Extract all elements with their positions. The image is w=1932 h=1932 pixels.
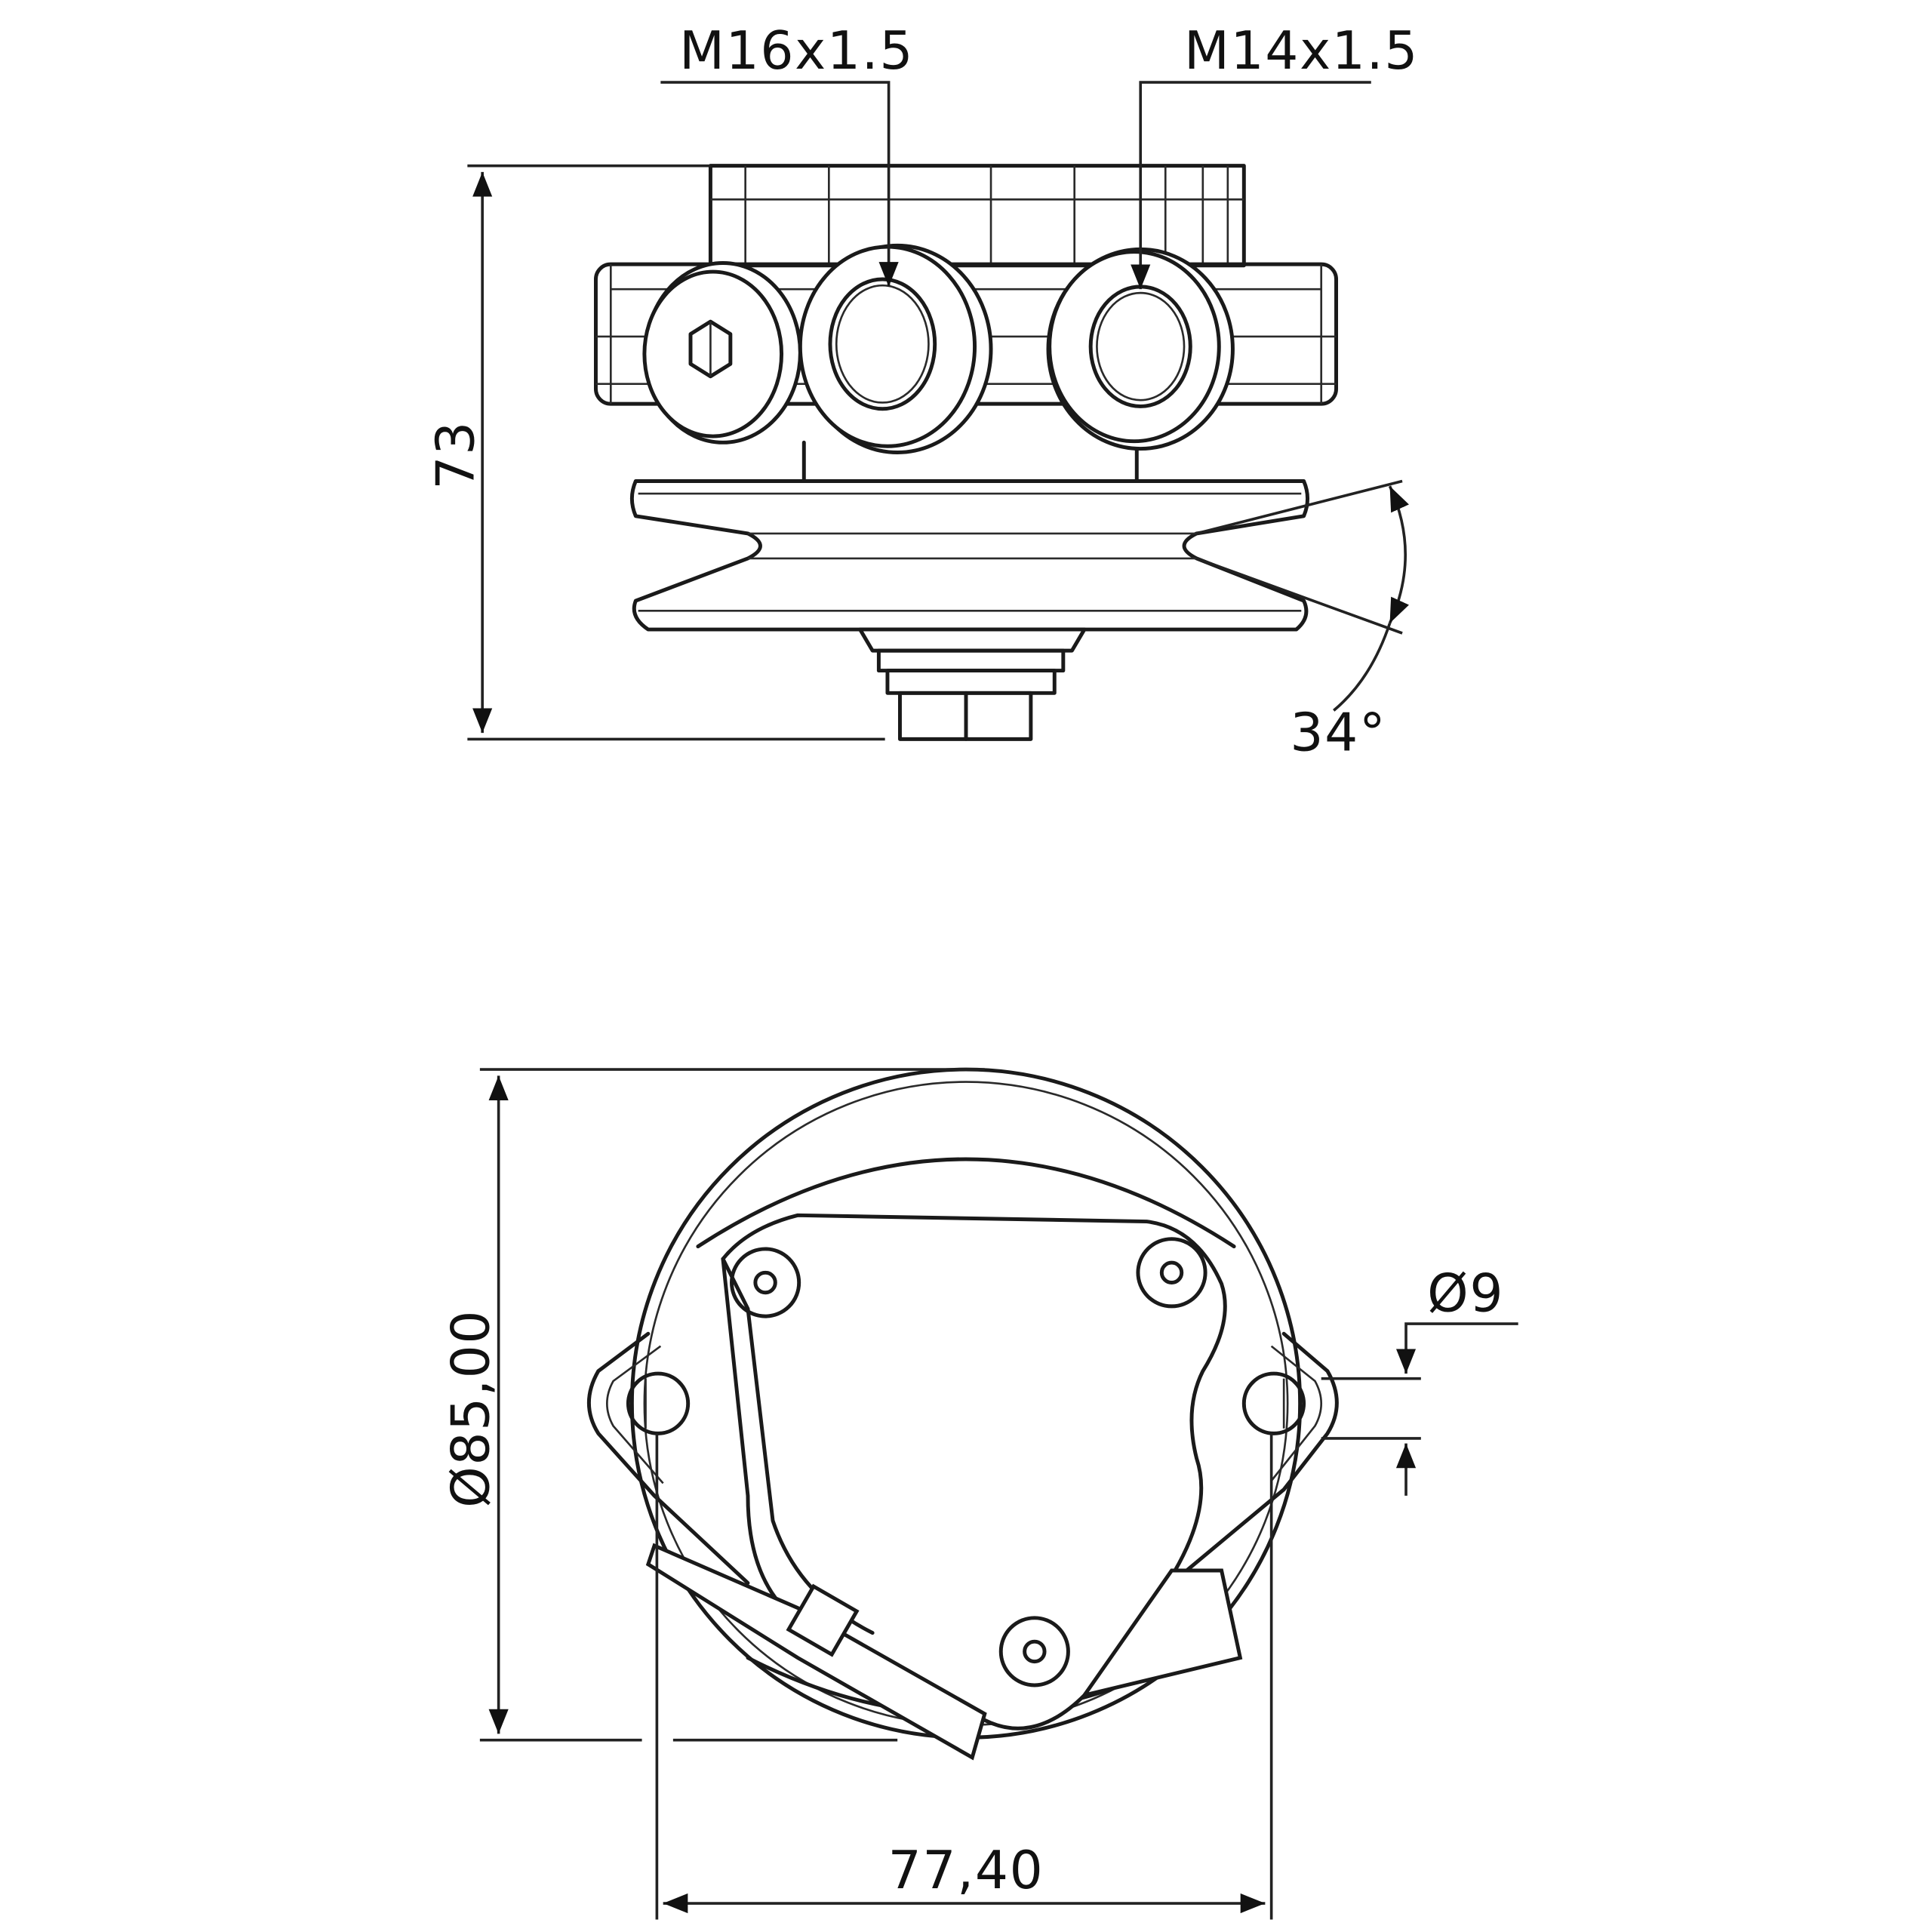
torx-screw-bottom bbox=[998, 1616, 1070, 1687]
dimension-hole-diameter: Ø9 bbox=[1321, 1263, 1518, 1496]
mounting-hole-right bbox=[1241, 1371, 1306, 1435]
label-hole-spacing: 77,40 bbox=[888, 1841, 1044, 1901]
mounting-hole-left bbox=[626, 1371, 691, 1435]
label-hole-diameter: Ø9 bbox=[1427, 1263, 1504, 1324]
shaft-nut bbox=[858, 627, 1087, 741]
dimension-diameter: Ø85,00 bbox=[441, 1068, 985, 1742]
side-view: M16x1.5 M14x1.5 73 34° bbox=[426, 21, 1419, 763]
callout-m14: M14x1.5 bbox=[1131, 21, 1419, 290]
label-height: 73 bbox=[426, 420, 487, 490]
cover-plate bbox=[721, 1213, 1227, 1730]
label-diameter: Ø85,00 bbox=[441, 1309, 501, 1508]
torx-screw-top-left bbox=[730, 1247, 801, 1318]
label-m14: M14x1.5 bbox=[1184, 21, 1419, 82]
port-m16 bbox=[798, 243, 993, 455]
dimension-height: 73 bbox=[426, 164, 885, 741]
dimension-hole-spacing: 77,40 bbox=[655, 1433, 1273, 1920]
connector-tab-right bbox=[1080, 1568, 1243, 1699]
bottom-view: Ø85,00 Ø9 77,40 bbox=[441, 1067, 1518, 1920]
hex-plug bbox=[642, 261, 802, 445]
connector-tab-left bbox=[645, 1543, 987, 1761]
v-belt-pulley bbox=[629, 479, 1310, 632]
callout-m16: M16x1.5 bbox=[660, 21, 914, 287]
label-groove-angle: 34° bbox=[1290, 703, 1386, 763]
torx-screw-top-right bbox=[1136, 1237, 1208, 1309]
port-m14 bbox=[1046, 247, 1235, 451]
dimension-groove-angle: 34° bbox=[1195, 479, 1409, 763]
label-m16: M16x1.5 bbox=[679, 21, 914, 82]
